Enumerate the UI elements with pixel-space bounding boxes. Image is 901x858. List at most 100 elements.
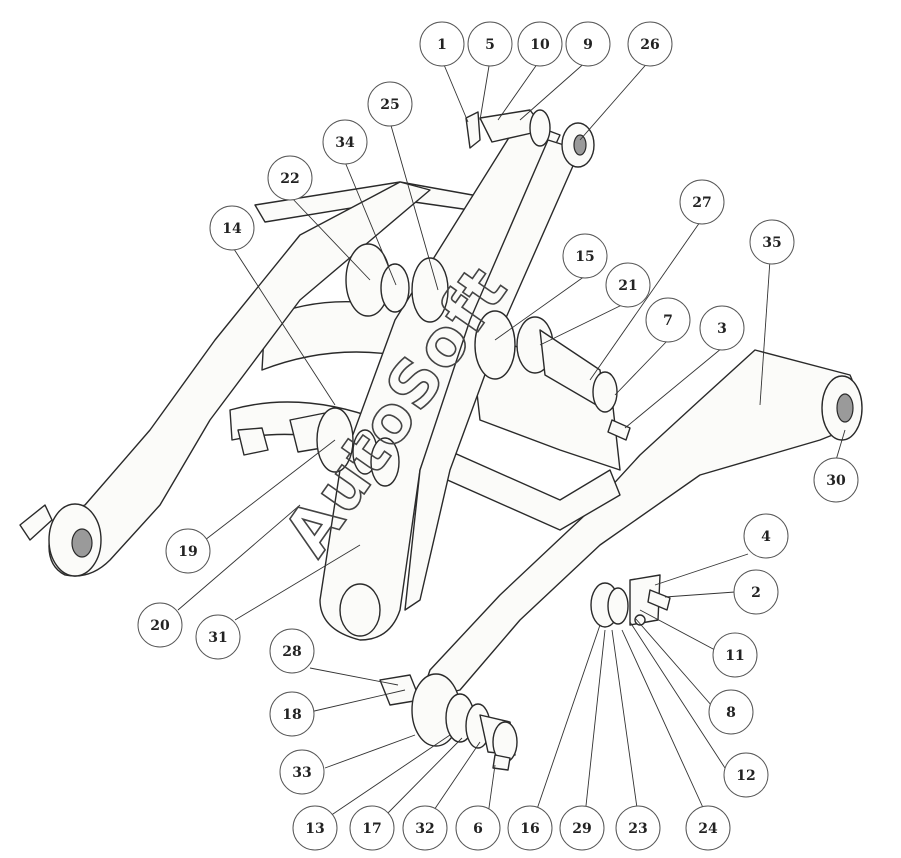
callout-7: 7	[645, 297, 691, 343]
callout-16: 16	[507, 805, 553, 851]
callout-circle	[209, 205, 255, 251]
callout-circle	[679, 179, 725, 225]
left-end-bolt	[19, 504, 53, 541]
callout-circle	[699, 305, 745, 351]
callout-circle	[712, 632, 758, 678]
callout-label: 11	[725, 648, 744, 664]
callout-circle	[367, 81, 413, 127]
callout-label: 18	[282, 707, 301, 723]
callout-label: 30	[826, 473, 846, 489]
callout-19: 19	[165, 528, 211, 574]
callout-circle	[467, 21, 513, 67]
pivot-disc-left	[474, 310, 516, 380]
callout-26: 26	[627, 21, 673, 67]
callout-circle	[605, 262, 651, 308]
left-pin	[237, 427, 269, 456]
callout-20: 20	[137, 602, 183, 648]
right-stack-spring	[607, 587, 629, 625]
right-arm-bushing-bore	[836, 393, 854, 423]
callout-27: 27	[679, 179, 725, 225]
callout-label: 17	[362, 821, 381, 837]
callout-label: 3	[717, 321, 727, 337]
callout-label: 31	[208, 630, 227, 646]
callout-32: 32	[402, 805, 448, 851]
callout-circle	[279, 749, 325, 795]
right-stack-nut	[634, 614, 646, 626]
left-seal-ring	[380, 263, 410, 313]
callout-17: 17	[349, 805, 395, 851]
callout-label: 15	[575, 249, 594, 265]
callout-label: 26	[640, 37, 659, 53]
center-link-upper-bore	[573, 134, 587, 156]
callout-label: 7	[663, 313, 673, 329]
callout-circle	[269, 691, 315, 737]
callout-label: 34	[335, 135, 355, 151]
callout-4: 4	[743, 513, 789, 559]
callout-label: 28	[282, 644, 301, 660]
callout-label: 14	[222, 221, 242, 237]
callout-33: 33	[279, 749, 325, 795]
callout-label: 19	[178, 544, 197, 560]
callout-circle	[723, 752, 769, 798]
callout-24: 24	[685, 805, 731, 851]
callout-circle	[269, 628, 315, 674]
callout-circle	[165, 528, 211, 574]
pivot-shaft-end	[592, 371, 618, 413]
callout-label: 33	[292, 765, 311, 781]
callout-circle	[507, 805, 553, 851]
callout-12: 12	[723, 752, 769, 798]
callout-circle	[292, 805, 338, 851]
callout-label: 9	[583, 37, 593, 53]
callout-circle	[615, 805, 661, 851]
callout-label: 29	[572, 821, 591, 837]
callout-circle	[645, 297, 691, 343]
callout-35: 35	[749, 219, 795, 265]
callout-34: 34	[322, 119, 368, 165]
callout-label: 2	[751, 585, 761, 601]
center-bushing-disc	[411, 257, 449, 323]
callout-label: 12	[736, 768, 755, 784]
callout-10: 10	[517, 21, 563, 67]
callout-circle	[195, 614, 241, 660]
callout-circle	[733, 569, 779, 615]
callout-circle	[708, 689, 754, 735]
callout-circle	[267, 155, 313, 201]
callout-circle	[749, 219, 795, 265]
callout-label: 35	[762, 235, 781, 251]
callout-21: 21	[605, 262, 651, 308]
callout-28: 28	[269, 628, 315, 674]
callout-2: 2	[733, 569, 779, 615]
callout-23: 23	[615, 805, 661, 851]
callout-label: 22	[280, 171, 299, 187]
right-stack-bolt	[647, 589, 671, 611]
callout-label: 20	[150, 618, 170, 634]
leader-lines	[177, 59, 846, 817]
callout-9: 9	[565, 21, 611, 67]
callout-14: 14	[209, 205, 255, 251]
callout-label: 5	[485, 37, 495, 53]
callout-1: 1	[419, 21, 465, 67]
callout-circle	[627, 21, 673, 67]
callout-circle	[137, 602, 183, 648]
center-link-inner	[404, 139, 581, 611]
callout-circle	[813, 457, 859, 503]
callout-label: 4	[761, 529, 771, 545]
callout-18: 18	[269, 691, 315, 737]
callout-31: 31	[195, 614, 241, 660]
callout-circle	[743, 513, 789, 559]
callout-30: 30	[813, 457, 859, 503]
callout-3: 3	[699, 305, 745, 351]
callout-circle	[402, 805, 448, 851]
callout-8: 8	[708, 689, 754, 735]
left-arm-bushing-bore	[71, 528, 93, 558]
upper-pin-washer	[529, 109, 551, 147]
callout-circle	[349, 805, 395, 851]
callout-label: 1	[437, 37, 447, 53]
callout-11: 11	[712, 632, 758, 678]
lower-bolt	[492, 754, 511, 771]
callout-label: 13	[305, 821, 324, 837]
left-bearing-ring-2	[370, 437, 400, 487]
callout-circle	[565, 21, 611, 67]
